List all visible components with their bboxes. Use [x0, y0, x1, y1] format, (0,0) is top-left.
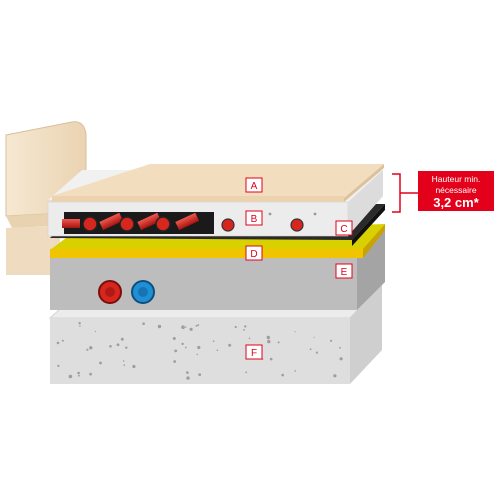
- svg-text:A: A: [251, 181, 258, 192]
- speckle: [172, 337, 176, 340]
- svg-text:F: F: [251, 348, 257, 359]
- speckle: [94, 330, 96, 333]
- speckle: [57, 364, 60, 367]
- height-callout: Hauteur min. nécessaire 3,2 cm*: [418, 171, 494, 211]
- label-d: D: [245, 245, 263, 261]
- speckle: [267, 339, 271, 344]
- callout-line2: nécessaire: [435, 184, 477, 195]
- speckle: [269, 357, 273, 361]
- speckle: [142, 322, 145, 326]
- speckle: [122, 360, 125, 362]
- label-a: A: [245, 177, 263, 193]
- speckle: [228, 343, 232, 347]
- speckle: [99, 361, 102, 365]
- speckle: [245, 371, 248, 374]
- speckle: [212, 340, 215, 343]
- speckle: [189, 327, 193, 331]
- speckle: [78, 374, 80, 377]
- speckle: [330, 339, 333, 342]
- speckle: [197, 324, 200, 326]
- speckle: [234, 325, 237, 329]
- svg-text:E: E: [341, 267, 348, 278]
- speckle: [173, 360, 177, 363]
- speckle: [243, 329, 245, 331]
- speckle: [185, 326, 187, 328]
- label-e: E: [335, 263, 353, 279]
- speckle: [79, 325, 81, 327]
- label-c: C: [335, 220, 353, 236]
- svg-text:C: C: [340, 224, 347, 235]
- speckle: [333, 374, 337, 378]
- speckle: [186, 376, 190, 380]
- speckle: [68, 374, 73, 379]
- speckle: [132, 364, 136, 369]
- speckle: [56, 341, 60, 345]
- speckle: [86, 348, 89, 351]
- speckle: [123, 364, 125, 366]
- speckle: [195, 324, 198, 327]
- speckle: [120, 337, 124, 341]
- speckle: [339, 357, 343, 361]
- speckle: [315, 351, 318, 354]
- label-b: B: [245, 210, 263, 226]
- speckle: [313, 336, 315, 338]
- speckle: [196, 353, 198, 356]
- speckle: [61, 339, 64, 342]
- speckle: [184, 346, 187, 349]
- speckle: [281, 373, 285, 377]
- speckle: [248, 337, 251, 340]
- speckle: [125, 346, 128, 349]
- panel-pipes: [62, 212, 317, 232]
- speckle: [78, 322, 81, 325]
- layer-finish-floor: [52, 164, 384, 202]
- speckle: [309, 348, 312, 351]
- callout-value: 3,2 cm*: [433, 195, 479, 210]
- speckle: [116, 343, 120, 347]
- speckle: [109, 345, 112, 348]
- speckle: [244, 325, 247, 328]
- speckle: [174, 349, 178, 353]
- speckle: [198, 373, 202, 376]
- speckle: [277, 341, 280, 344]
- speckle: [197, 345, 201, 350]
- height-bracket: [392, 173, 418, 213]
- speckle: [266, 335, 270, 340]
- speckle: [89, 346, 93, 350]
- callout-line1: Hauteur min.: [431, 174, 481, 184]
- svg-text:D: D: [250, 249, 257, 260]
- speckle: [157, 324, 162, 329]
- speckle: [89, 372, 92, 376]
- speckle: [294, 370, 297, 372]
- speckle: [339, 346, 341, 349]
- speckle: [294, 331, 296, 333]
- svg-text:B: B: [251, 214, 258, 225]
- speckle: [181, 342, 184, 346]
- speckle: [77, 371, 80, 375]
- speckle: [216, 349, 219, 352]
- speckle: [181, 325, 185, 330]
- label-f: F: [245, 344, 263, 360]
- speckle: [186, 371, 189, 374]
